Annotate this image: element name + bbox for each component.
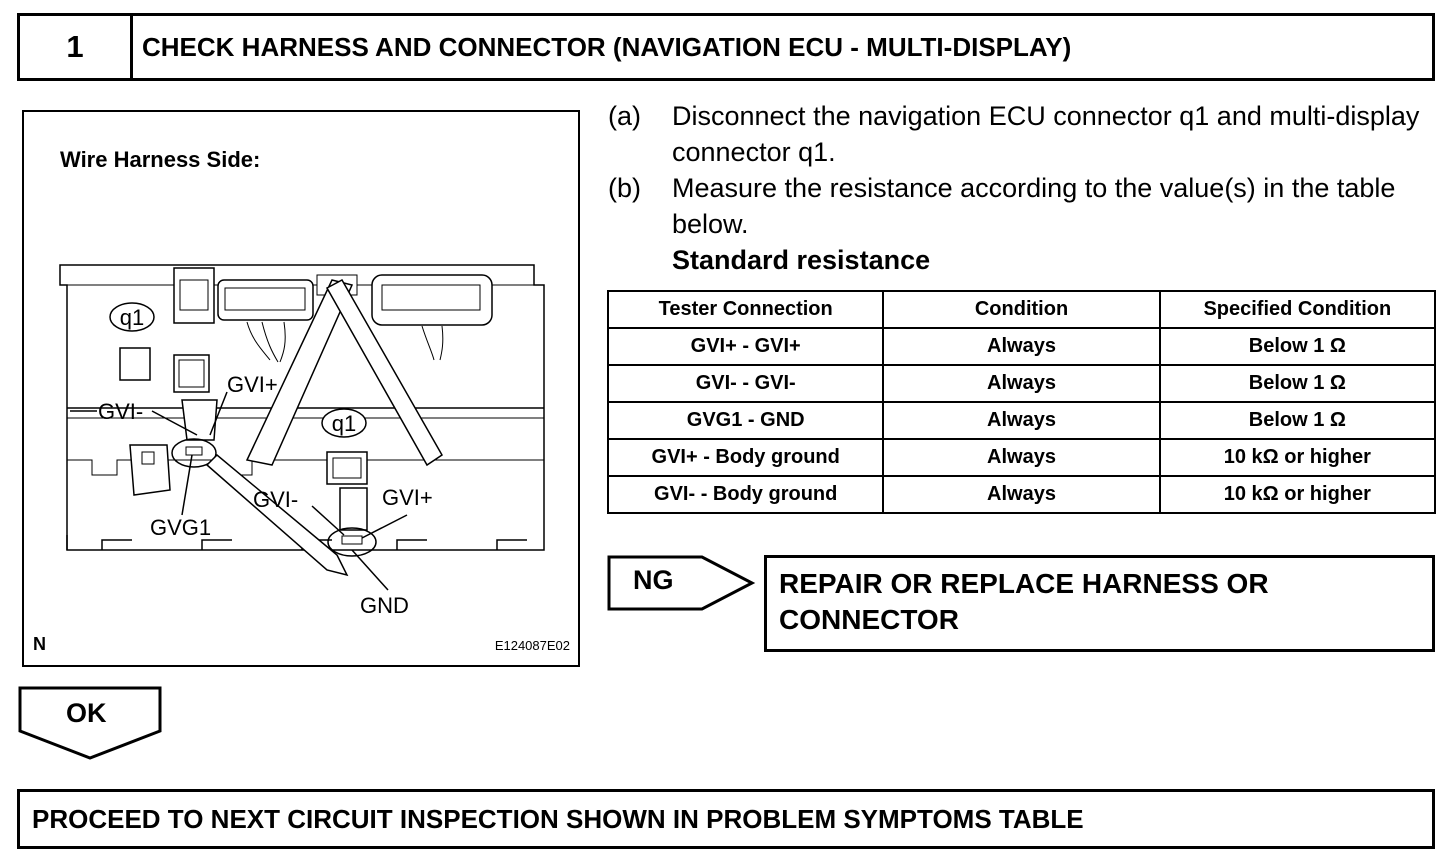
q1-label-right: q1 bbox=[332, 411, 356, 436]
instruction-b-text: Measure the resistance according to the … bbox=[672, 173, 1396, 239]
cell-condition: Always bbox=[882, 401, 1161, 440]
resistance-table: Tester Connection Condition Specified Co… bbox=[606, 290, 1437, 514]
cell-tester-connection: GVG1 - GND bbox=[606, 401, 885, 440]
ng-label: NG bbox=[633, 565, 674, 595]
cell-condition: Always bbox=[882, 327, 1161, 366]
cell-tester-connection: GVI+ - Body ground bbox=[606, 438, 885, 477]
cell-specified-condition: Below 1 Ω bbox=[1158, 364, 1437, 403]
instruction-a-label: (a) bbox=[608, 101, 641, 131]
gvi-minus-label-right: GVI- bbox=[253, 487, 298, 512]
cell-specified-condition: Below 1 Ω bbox=[1158, 327, 1437, 366]
ok-arrow-shape bbox=[18, 686, 162, 760]
instruction-a: (a) Disconnect the navigation ECU connec… bbox=[608, 98, 1438, 170]
instruction-b: (b) Measure the resistance according to … bbox=[608, 170, 1438, 242]
table-row: GVI- - Body ground Always 10 kΩ or highe… bbox=[606, 475, 1437, 514]
gnd-label: GND bbox=[360, 593, 409, 618]
instructions: (a) Disconnect the navigation ECU connec… bbox=[608, 98, 1438, 278]
table-row: GVI+ - Body ground Always 10 kΩ or highe… bbox=[606, 438, 1437, 477]
table-row: GVI- - GVI- Always Below 1 Ω bbox=[606, 364, 1437, 403]
figure-caption: Wire Harness Side: bbox=[60, 147, 260, 172]
header-condition: Condition bbox=[882, 290, 1161, 329]
cell-specified-condition: 10 kΩ or higher bbox=[1158, 475, 1437, 514]
table-row: GVG1 - GND Always Below 1 Ω bbox=[606, 401, 1437, 440]
header-tester-connection: Tester Connection bbox=[606, 290, 885, 329]
standard-resistance-heading: Standard resistance bbox=[672, 245, 931, 275]
cell-condition: Always bbox=[882, 438, 1161, 477]
step-header: 1 CHECK HARNESS AND CONNECTOR (NAVIGATIO… bbox=[17, 13, 1435, 81]
table-header-row: Tester Connection Condition Specified Co… bbox=[606, 290, 1437, 329]
proceed-box: PROCEED TO NEXT CIRCUIT INSPECTION SHOWN… bbox=[17, 789, 1435, 849]
gvg1-label: GVG1 bbox=[150, 515, 211, 540]
gvi-plus-label-left: GVI+ bbox=[227, 372, 278, 397]
cell-tester-connection: GVI+ - GVI+ bbox=[606, 327, 885, 366]
cell-condition: Always bbox=[882, 364, 1161, 403]
instruction-b-label: (b) bbox=[608, 173, 641, 203]
instruction-a-text: Disconnect the navigation ECU connector … bbox=[672, 101, 1420, 167]
gvi-plus-label-right: GVI+ bbox=[382, 485, 433, 510]
q1-label-left: q1 bbox=[120, 305, 144, 330]
gvi-minus-label-left: GVI- bbox=[98, 399, 143, 424]
cell-condition: Always bbox=[882, 475, 1161, 514]
cell-tester-connection: GVI- - Body ground bbox=[606, 475, 885, 514]
ok-label: OK bbox=[66, 698, 107, 728]
connector-illustration: Wire Harness Side: q1 q1 GVI bbox=[22, 110, 580, 667]
table-row: GVI+ - GVI+ Always Below 1 Ω bbox=[606, 327, 1437, 366]
cell-specified-condition: Below 1 Ω bbox=[1158, 401, 1437, 440]
figure-id: E124087E02 bbox=[495, 638, 570, 653]
header-specified-condition: Specified Condition bbox=[1158, 290, 1437, 329]
ng-action-box: REPAIR OR REPLACE HARNESS OR CONNECTOR bbox=[764, 555, 1435, 652]
cell-specified-condition: 10 kΩ or higher bbox=[1158, 438, 1437, 477]
step-number: 1 bbox=[20, 16, 133, 78]
step-title: CHECK HARNESS AND CONNECTOR (NAVIGATION … bbox=[142, 31, 1072, 62]
ng-arrow-shape bbox=[607, 555, 756, 611]
cell-tester-connection: GVI- - GVI- bbox=[606, 364, 885, 403]
corner-mark: N bbox=[33, 634, 46, 654]
